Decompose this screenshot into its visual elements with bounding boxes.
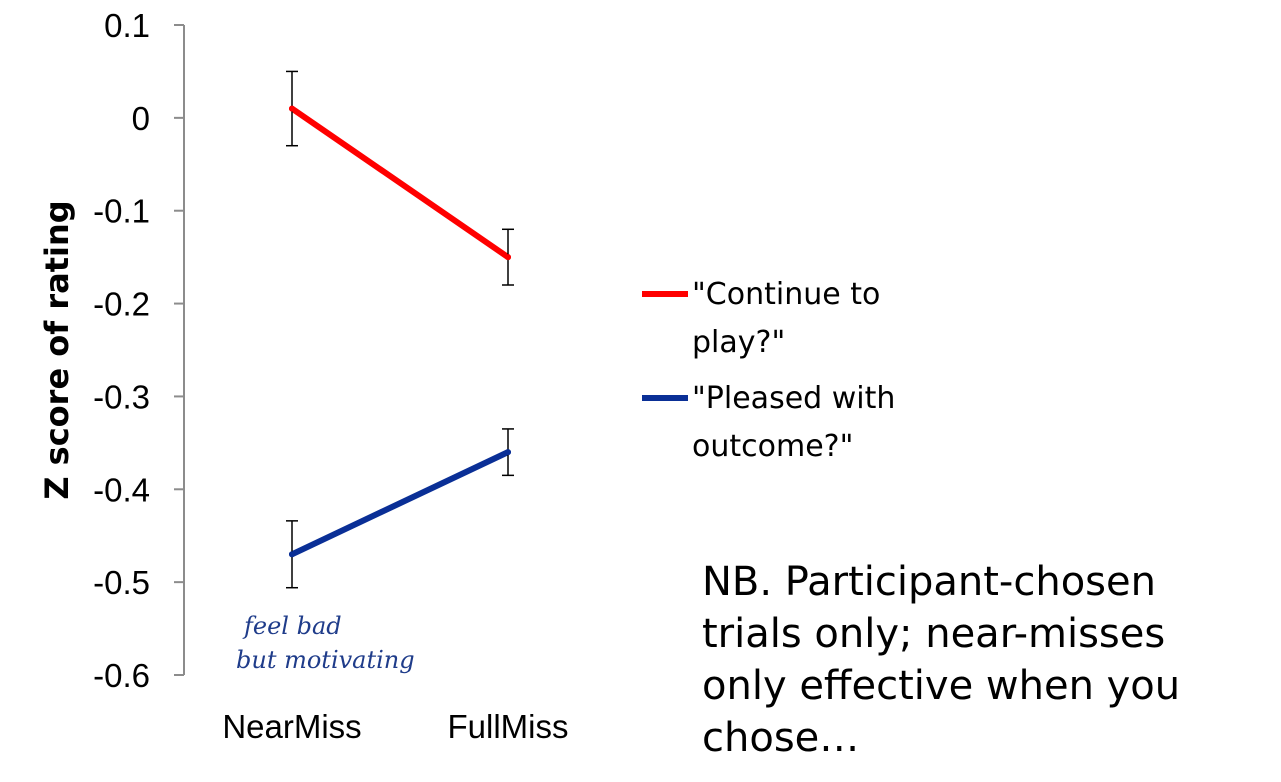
annotation-line-2: but motivating (236, 646, 415, 674)
series-1 (286, 70, 514, 286)
x-tick-label: NearMiss (222, 708, 361, 745)
series-line (289, 449, 511, 558)
y-tick-label: -0.5 (93, 564, 150, 601)
x-axis-tick-labels: NearMiss FullMiss (222, 708, 568, 745)
data-point (505, 254, 511, 261)
y-tick-label: -0.4 (93, 471, 150, 508)
note-line-1: NB. Participant-chosen (702, 559, 1156, 605)
handwritten-annotation: feel bad but motivating (236, 612, 415, 674)
annotation-line-1: feel bad (242, 612, 342, 640)
x-tick-label: FullMiss (448, 708, 569, 745)
legend: "Continue to play?" "Pleased with outcome?" (642, 277, 895, 464)
y-tick-label: -0.6 (93, 657, 150, 694)
y-tick-label: -0.3 (93, 378, 150, 415)
note-text: NB. Participant-chosen trials only; near… (702, 556, 1272, 764)
data-point (505, 449, 511, 456)
note-line-2: trials only; near-misses (702, 611, 1166, 657)
note-line-4: chose… (702, 715, 860, 761)
legend-label: outcome?" (692, 429, 853, 464)
legend-label: "Pleased with (692, 381, 895, 416)
y-axis-label: Z score of rating (38, 200, 76, 499)
y-axis-ticks: 0.1 0 -0.1 -0.2 -0.3 -0.4 -0.5 -0.6 (93, 7, 184, 694)
legend-entry-2: "Pleased with outcome?" (642, 381, 895, 464)
y-tick-label: -0.2 (93, 286, 150, 323)
note-line-3: only effective when you (702, 663, 1181, 709)
series-2 (286, 428, 514, 589)
series-line (289, 105, 511, 261)
data-series (286, 70, 514, 589)
data-point (289, 105, 295, 112)
legend-label: "Continue to (692, 277, 880, 312)
y-tick-label: -0.1 (93, 193, 150, 230)
legend-label: play?" (692, 325, 785, 360)
y-tick-label: 0.1 (104, 7, 150, 44)
data-point (289, 551, 295, 558)
legend-entry-1: "Continue to play?" (642, 277, 880, 360)
y-tick-label: 0 (132, 100, 150, 137)
